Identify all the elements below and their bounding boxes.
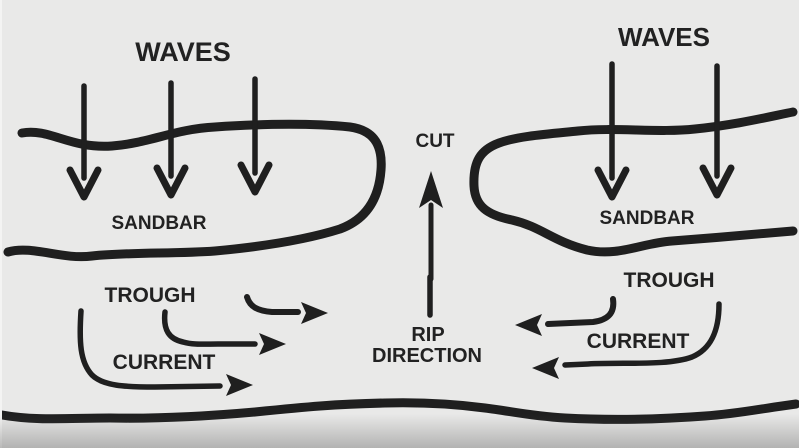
trough-label-right: TROUGH [624,269,715,292]
wave-arrowhead-icon [237,161,273,196]
current-arrowhead-icon [532,357,559,379]
rip-direction-arrow [419,171,443,318]
trough-label-left: TROUGH [105,284,196,307]
current-arrow-right-icon [244,294,301,315]
current-arrow-left-icon [562,301,722,368]
current-arrow-right-icon [161,309,258,347]
wave-arrows-right [594,61,735,201]
wave-arrowhead-icon [699,164,735,199]
current-label-right: CURRENT [587,330,690,353]
current-arrowhead-icon [301,302,328,324]
wave-arrows-left [66,76,273,201]
current-arrowhead-icon [259,333,286,355]
current-arrowhead-icon [515,314,542,336]
feeder-current-arrows-right [515,296,722,379]
shoreline-outline [0,398,799,424]
current-arrow-right-icon [77,308,223,390]
rip-label-line1: RIP [411,324,444,346]
current-label-left: CURRENT [113,351,216,374]
waves-label-left: WAVES [135,37,231,67]
wave-arrowhead-icon [594,166,630,201]
wave-arrowhead-icon [66,166,102,201]
cut-label: CUT [415,131,454,152]
right-sandbar-outline [469,107,798,257]
left-edge-highlight [0,0,2,448]
current-arrowhead-icon [226,374,253,396]
feeder-current-arrows-left [77,294,328,396]
current-arrow-left-icon [545,296,617,327]
waves-label-right: WAVES [618,22,710,52]
sandbar-label-left: SANDBAR [112,213,207,234]
wave-arrowhead-icon [153,164,189,199]
rip-label-line2: DIRECTION [372,345,482,367]
sandbar-label-right: SANDBAR [600,208,695,229]
left-sandbar-outline [3,119,386,262]
rip-arrowhead-icon [419,171,443,208]
